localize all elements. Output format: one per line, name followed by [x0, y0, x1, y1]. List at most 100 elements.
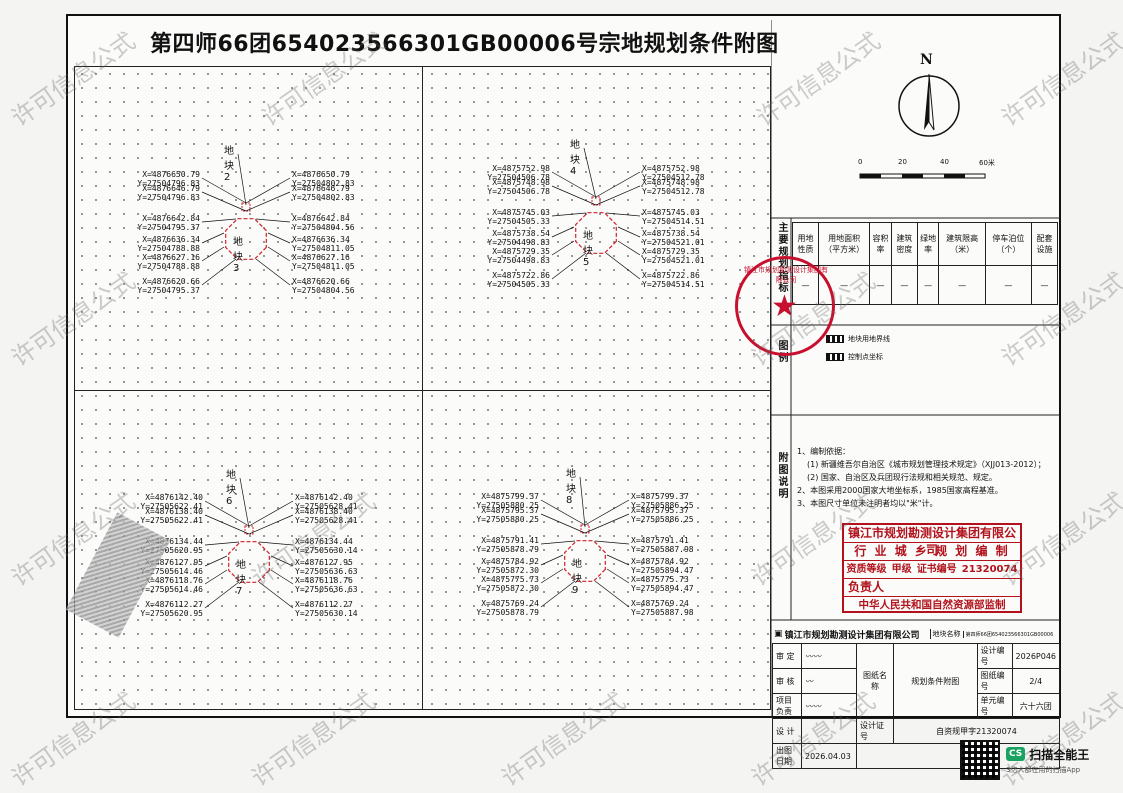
coordinate-leader [204, 500, 250, 527]
qualification-industry: 行 业 城 乡 规 划 编 制 [844, 543, 1020, 561]
coordinate-leader [201, 246, 225, 262]
plot-label: 地块6 [226, 470, 236, 507]
coord-x: X=4876636.34 [142, 235, 200, 244]
coord-y: Y=27505894.47 [631, 584, 694, 593]
coord-y: Y=27505872.30 [476, 566, 539, 575]
label-leader [583, 147, 597, 200]
coordinate-leader [201, 177, 247, 204]
scanner-text-block: CS 扫描全能王 3亿人都在用的扫描App [1006, 746, 1089, 775]
coordinate-leader [540, 580, 576, 608]
coord-x: X=4875722.86 [492, 271, 550, 280]
coordinate-leader [540, 499, 586, 526]
coord-y: Y=27504514.51 [642, 217, 705, 226]
company-logo-icon: ▣ [774, 629, 783, 639]
parcel-boundary [575, 212, 617, 254]
coord-y: Y=27504802.83 [292, 193, 355, 202]
coord-y: Y=27504521.01 [642, 238, 705, 247]
coord-y: Y=27504514.51 [642, 280, 705, 289]
qr-code-icon [960, 740, 1000, 780]
role-review: 审 核 [772, 668, 802, 694]
signature-icon: 〰〰 [805, 651, 821, 661]
coord-x: X=4876134.44 [295, 537, 353, 546]
coord-y: Y=27505628.41 [295, 502, 358, 511]
label-leader [239, 477, 250, 529]
coord-x: X=4875799.37 [481, 492, 539, 501]
coord-y: Y=27505887.98 [631, 545, 694, 554]
sign-design [801, 718, 857, 744]
coord-x: X=4876642.84 [292, 214, 350, 223]
compass-icon [898, 73, 960, 137]
coord-x: X=4875791.41 [631, 536, 689, 545]
plot-center-label: 地块7 [236, 560, 246, 597]
coord-x: X=4876134.44 [145, 537, 203, 546]
coord-y: Y=27504795.37 [137, 223, 200, 232]
coordinate-leader [540, 513, 586, 534]
titleblock-company: 镇江市规划勘测设计集团有限公司 [784, 630, 920, 641]
coord-y: Y=27504788.88 [137, 262, 200, 271]
coord-x: X=4876138.40 [295, 507, 353, 516]
role-lead: 项目负责 [772, 693, 802, 719]
coord-y: Y=27505872.30 [476, 584, 539, 593]
coord-y: Y=27505886.25 [631, 515, 694, 524]
scale-tick-60: 60米 [979, 159, 995, 167]
coordinate-leader [606, 568, 630, 584]
coord-y: Y=27505878.79 [476, 608, 539, 617]
coord-x: X=4876142.40 [145, 493, 203, 502]
coordinate-leader [595, 171, 641, 198]
titleblock-blank [856, 743, 1060, 769]
plot-label: 地块8 [566, 469, 576, 506]
condition-header: 绿地率 [916, 222, 940, 266]
coordinate-leader [248, 500, 294, 527]
coord-y: Y=27505620.95 [140, 609, 203, 618]
coord-y: Y=27504796.83 [137, 179, 200, 188]
coord-y: Y=27504802.83 [292, 179, 355, 188]
coord-x: X=4876650.79 [292, 170, 350, 179]
drawing-name: 规划条件附图 [893, 643, 978, 719]
coord-x: X=4876112.27 [145, 600, 203, 609]
coord-x: X=4876627.16 [142, 253, 200, 262]
coordinate-leader [595, 185, 641, 206]
design-no-label: 设计编号 [976, 643, 1013, 669]
coordinate-leader [201, 232, 225, 244]
seal-text: 镇江市规划勘测设计集团有限公司 [744, 266, 828, 284]
plot-center-label: 地块3 [233, 237, 243, 274]
coord-y: Y=27505630.14 [295, 609, 358, 618]
coord-x: X=4876627.16 [292, 253, 350, 262]
coord-x: X=4875745.03 [492, 208, 550, 217]
map-divider-vertical [422, 66, 423, 710]
scale-tick-0: 0 [858, 158, 863, 166]
coordinate-leader [258, 581, 294, 609]
plot-center-label: 地块5 [583, 231, 593, 268]
north-label: N [920, 52, 933, 68]
coord-y: Y=27504795.37 [137, 286, 200, 295]
date-label: 出图日期 [772, 743, 802, 769]
titleblock-table: 审 定 〰〰 图纸名称 规划条件附图 设计编号 2026P046 审 核 〰 图… [772, 643, 1061, 769]
page-title: 第四师66团654023566301GB00006号宗地规划条件附图 [150, 32, 779, 57]
coord-y: Y=27504505.33 [487, 280, 550, 289]
coord-y: Y=27504498.83 [487, 256, 550, 265]
coordinate-leader [204, 581, 240, 609]
parcel-label: 地块名称 [929, 629, 963, 639]
coordinate-leader [594, 580, 630, 608]
note-line: (1) 新疆维吾尔自治区《城市规划管理技术规定》（XJJ013-2012）； [807, 460, 1046, 469]
unit-label: 单元编号 [976, 693, 1013, 719]
sheet-no: 2/4 [1011, 668, 1061, 694]
coordinate-leader [267, 246, 291, 262]
coordinate-leader [255, 258, 291, 286]
sign-lead: 〰〰 [801, 693, 857, 719]
scale-tick-20: 20 [898, 158, 907, 166]
coordinate-leader [204, 569, 228, 585]
coord-x: X=4876127.95 [145, 558, 203, 567]
coord-y: Y=27505628.41 [295, 516, 358, 525]
